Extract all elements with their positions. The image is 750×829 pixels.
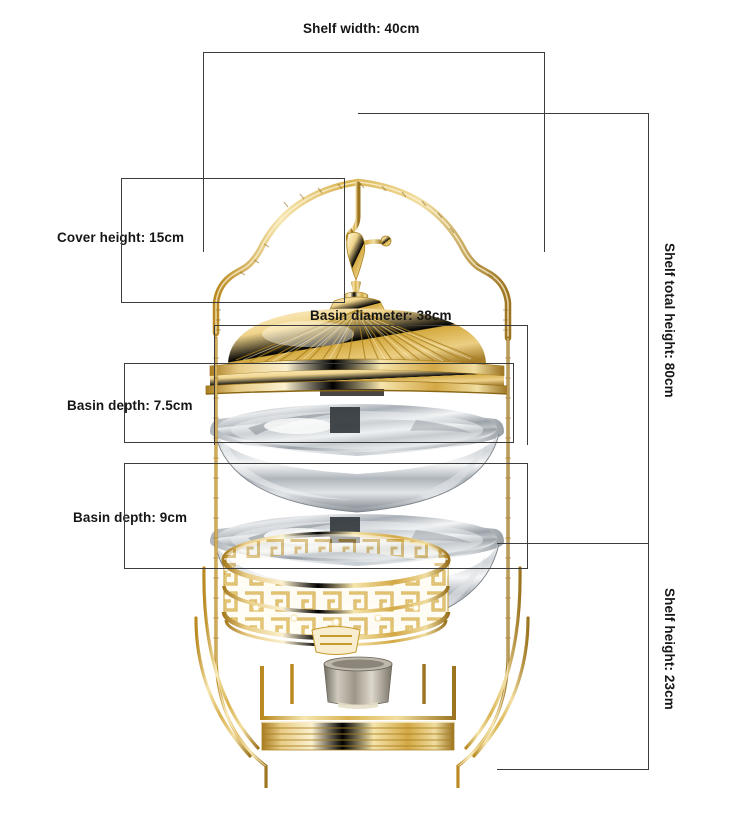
product-illustration xyxy=(188,98,568,788)
label-shelf-height: Shelf height: 23cm xyxy=(662,588,677,710)
domed-ribbed-cover xyxy=(205,296,509,396)
ribbed-foot-bar xyxy=(261,721,455,751)
bracket-shelf-height-bottom xyxy=(497,769,649,770)
label-basin-depth-upper: Basin depth: 7.5cm xyxy=(67,398,193,413)
label-shelf-total-height: Shelf total height: 80cm xyxy=(662,243,677,398)
bracket-shelf-height-right xyxy=(648,543,649,770)
bracket-shelf-total-height-top xyxy=(358,113,649,114)
label-basin-depth-lower: Basin depth: 9cm xyxy=(73,510,188,525)
label-basin-diameter: Basin diameter: 38cm xyxy=(310,308,452,323)
bracket-shelf-height-top xyxy=(497,543,649,544)
cover-knob-finial xyxy=(343,181,392,301)
bracket-shelf-total-height-right xyxy=(648,113,649,543)
upper-stainless-basin xyxy=(210,404,504,513)
label-cover-height: Cover height: 15cm xyxy=(57,230,185,245)
fuel-burner-cup xyxy=(260,656,456,720)
crystal-accents xyxy=(251,603,421,627)
label-shelf-width: Shelf width: 40cm xyxy=(303,21,420,36)
